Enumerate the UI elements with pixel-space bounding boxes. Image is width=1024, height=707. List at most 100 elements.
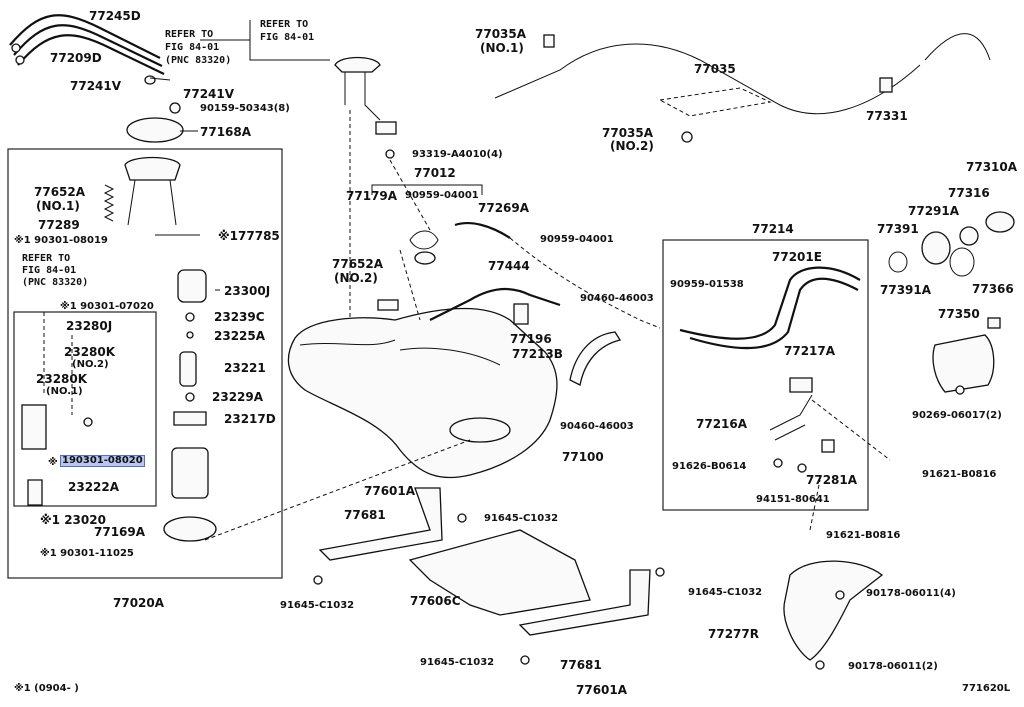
label-93319: 93319-A4010(4) [412, 149, 503, 160]
label-77169A: 77169A [94, 525, 146, 539]
part-77216A-bracket [769, 394, 813, 441]
part-23300J-filter [177, 269, 207, 303]
label-77241V-b: 77241V [183, 87, 235, 101]
label-77035A-no2-sub: (NO.2) [610, 139, 654, 153]
part-77277R-shield [783, 560, 884, 661]
hose-77213B [569, 331, 622, 386]
label-91645-d: 91645-C1032 [420, 657, 495, 668]
part-77241V [144, 75, 156, 85]
label-77681-a: 77681 [344, 508, 386, 522]
label-77012: 77012 [414, 166, 456, 180]
label-90301-07020: ※1 90301-07020 [60, 301, 154, 312]
label-23020: ※1 23020 [40, 513, 106, 527]
part-23229A [185, 392, 195, 402]
label-77209D: 77209D [50, 51, 102, 65]
label-refer-mid-2: FIG 84-01 [22, 265, 77, 276]
label-23280K-no1-sub: (NO.1) [46, 386, 83, 397]
label-77652A-no2: 77652A [332, 257, 384, 271]
label-77277R: 77277R [708, 627, 759, 641]
part-23225A [186, 331, 194, 339]
part-77310A-cap [985, 211, 1015, 233]
label-177785: ※177785 [218, 229, 280, 243]
label-77652A-no1: 77652A [34, 185, 86, 199]
label-90460-46003b: 90460-46003 [560, 421, 634, 432]
label-77035A-no2: 77035A [602, 126, 654, 140]
label-23280J: 23280J [66, 319, 113, 333]
label-91626: 91626-B0614 [672, 461, 747, 472]
label-77035A-no1-sub: (NO.1) [480, 41, 524, 55]
label-77201E: 77201E [772, 250, 822, 264]
band-77601A-upper [318, 487, 443, 561]
part-77217A-bracket [789, 377, 813, 393]
label-23229A: 23229A [212, 390, 264, 404]
label-refer-top-b1: REFER TO [260, 19, 309, 30]
label-refer-mid-1: REFER TO [22, 253, 71, 264]
label-77444: 77444 [488, 259, 530, 273]
label-77168A: 77168A [200, 125, 252, 139]
part-23239C [185, 312, 195, 322]
label-77350: 77350 [938, 307, 980, 321]
label-23222A: 23222A [68, 480, 120, 494]
label-91621-b: 91621-B0816 [826, 530, 901, 541]
cable-77035 [494, 43, 921, 115]
label-77035: 77035 [694, 62, 736, 76]
label-77216A: 77216A [696, 417, 748, 431]
diagram-id: 771620L [962, 683, 1011, 694]
fuel-pump-assembly-box [7, 148, 283, 579]
part-77316 [959, 226, 979, 246]
label-77281A: 77281A [806, 473, 858, 487]
part-23280K-no2 [83, 417, 93, 427]
part-77179A [409, 230, 439, 250]
filler-pipe-77201E [679, 266, 861, 340]
part-77652A-no2-pad [377, 299, 399, 311]
label-refer-mid-3: (PNC 83320) [22, 277, 89, 288]
label-77214: 77214 [752, 222, 794, 236]
label-90301-08020-mark: ※ [48, 457, 58, 468]
label-90301-08020[interactable]: 190301-08020 [60, 455, 145, 467]
part-23222A [27, 479, 43, 506]
part-77012-bracket [371, 184, 483, 195]
label-23280K-no2: 23280K [64, 345, 116, 359]
part-23280J-sender [21, 404, 47, 450]
label-77269A: 77269A [478, 201, 530, 215]
label-90959-01538: 90959-01538 [670, 279, 744, 290]
part-23221-pump [179, 351, 197, 387]
hose-77269A [454, 221, 511, 239]
band-77601A-lower [518, 569, 651, 636]
label-94151: 94151-80641 [756, 494, 830, 505]
label-77289: 77289 [38, 218, 80, 232]
hose-77444 [429, 287, 561, 321]
label-77606C: 77606C [410, 594, 461, 608]
label-77196: 77196 [510, 332, 552, 346]
pump-module-top [124, 156, 181, 181]
label-77213B: 77213B [512, 347, 563, 361]
label-90460-46003a: 90460-46003 [580, 293, 654, 304]
label-91645-a: 91645-C1032 [484, 513, 559, 524]
part-93319-bolt [385, 149, 395, 159]
label-23225A: 23225A [214, 329, 266, 343]
part-77366 [987, 317, 1001, 329]
label-77217A: 77217A [784, 344, 836, 358]
part-77350-fuel-door [932, 334, 995, 393]
part-77196 [513, 303, 529, 325]
part-77391 [888, 251, 908, 273]
part-77652A-spring [103, 184, 115, 222]
label-refer-top-b2: FIG 84-01 [260, 32, 315, 43]
label-23239C: 23239C [214, 310, 265, 324]
tank-pump-opening [449, 417, 511, 443]
footnote: ※1 (0904- ) [14, 683, 79, 694]
label-77100: 77100 [562, 450, 604, 464]
label-90301-11025: ※1 90301-11025 [40, 548, 134, 559]
label-23280K-no1: 23280K [36, 372, 88, 386]
label-77035A-no1: 77035A [475, 27, 527, 41]
fuel-sender-subassembly-box [13, 311, 157, 507]
label-77316: 77316 [948, 186, 990, 200]
label-77245D: 77245D [89, 9, 141, 23]
part-77169A-gasket [163, 516, 217, 542]
label-90959-04001b: 90959-04001 [540, 234, 614, 245]
label-77391A: 77391A [880, 283, 932, 297]
part-77035A-no2 [681, 131, 693, 143]
label-77179A: 77179A [346, 189, 398, 203]
filler-pipe-assembly-box [662, 239, 869, 511]
